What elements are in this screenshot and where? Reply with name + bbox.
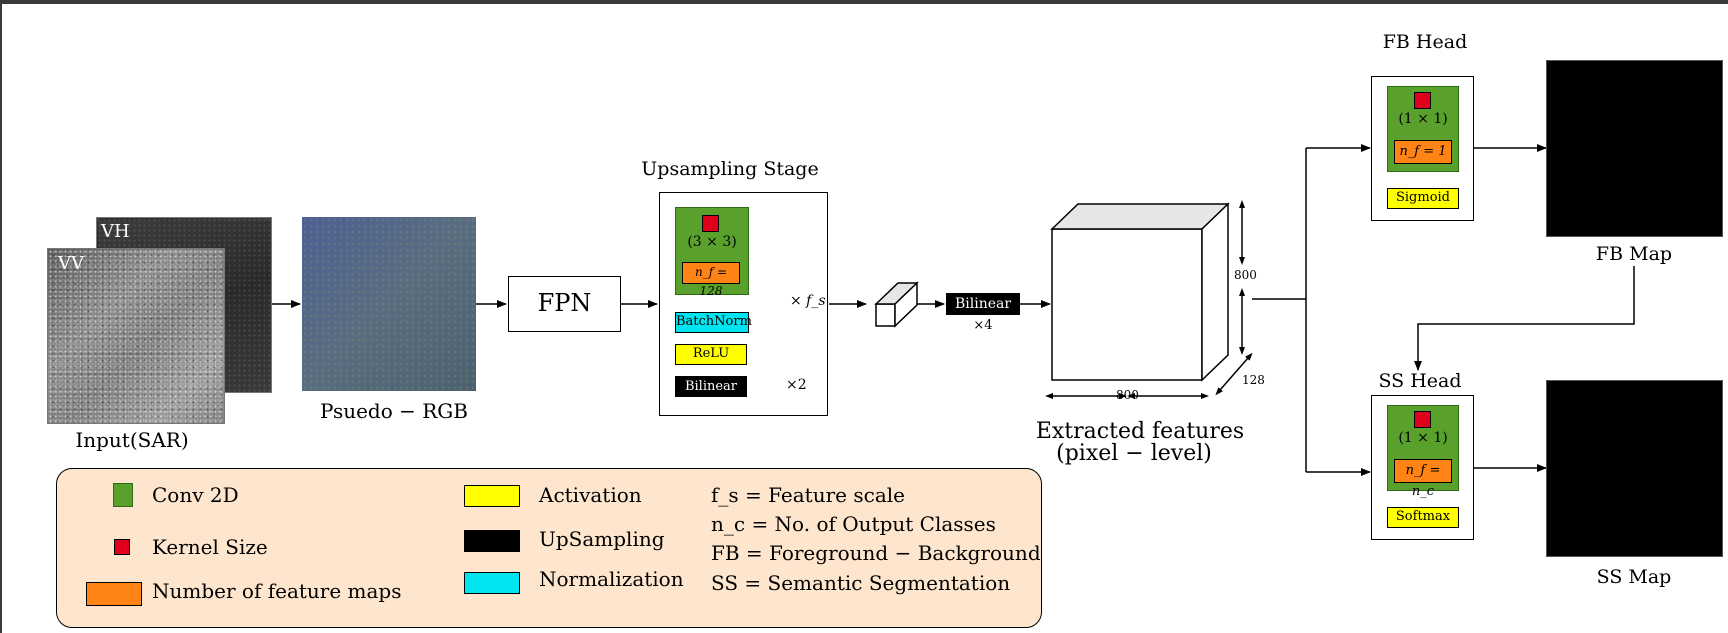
legend-normalization-label: Normalization bbox=[539, 567, 684, 591]
legend-def-fb: FB = Foreground − Background bbox=[711, 541, 1041, 565]
legend-def-nc: n_c = No. of Output Classes bbox=[711, 512, 996, 536]
pseudo-rgb-image bbox=[302, 217, 476, 391]
input-vv-image bbox=[47, 248, 225, 424]
upsampling-batchnorm: BatchNorm bbox=[675, 312, 752, 333]
legend-upsampling-label: UpSampling bbox=[539, 527, 665, 551]
fb-sigmoid: Sigmoid bbox=[1387, 188, 1459, 209]
feature-height-dim: 800 bbox=[1234, 268, 1257, 282]
fb-map-caption: FB Map bbox=[1595, 243, 1673, 265]
bilinear-factor: ×4 bbox=[973, 318, 993, 333]
legend-kernel-swatch bbox=[114, 539, 130, 555]
features-caption-line1: Extracted features bbox=[1035, 419, 1245, 444]
pseudo-rgb-caption: Psuedo − RGB bbox=[320, 399, 468, 423]
window-frame-top bbox=[0, 0, 1728, 4]
upsampling-feature-maps: n_f = 128 bbox=[682, 262, 740, 298]
small-feature-block bbox=[874, 281, 919, 328]
ss-kernel-icon bbox=[1414, 411, 1431, 428]
fb-feature-maps: n_f = 1 bbox=[1394, 140, 1452, 164]
fpn-label: FPN bbox=[537, 289, 592, 317]
ss-map-caption: SS Map bbox=[1596, 566, 1672, 588]
window-frame-left bbox=[0, 0, 2, 633]
legend-activation-label: Activation bbox=[539, 483, 642, 507]
fb-kernel-icon bbox=[1414, 92, 1431, 109]
fpn-block: FPN bbox=[508, 276, 621, 332]
ss-head-title: SS Head bbox=[1378, 370, 1462, 392]
ss-feature-maps: n_f = n_c bbox=[1394, 459, 1452, 499]
repeat-inner-label: ×2 bbox=[786, 377, 807, 393]
fb-head-title: FB Head bbox=[1382, 31, 1468, 53]
feature-depth-dim: 128 bbox=[1242, 373, 1265, 387]
features-caption-line2: (pixel − level) bbox=[1056, 441, 1212, 466]
ss-softmax: Softmax bbox=[1387, 507, 1459, 528]
legend-panel: Conv 2D Kernel Size Number of feature ma… bbox=[56, 468, 1042, 628]
upsampling-relu: ReLU bbox=[675, 344, 747, 365]
repeat-outer-label: × f_s bbox=[790, 293, 826, 309]
input-caption: Input(SAR) bbox=[75, 428, 189, 452]
legend-normalization-swatch bbox=[464, 572, 520, 594]
legend-feature-maps-label: Number of feature maps bbox=[152, 579, 402, 603]
extracted-features-cube bbox=[1050, 202, 1230, 382]
legend-def-ss: SS = Semantic Segmentation bbox=[711, 571, 1011, 595]
feature-width-dim: 800 bbox=[1116, 388, 1139, 402]
fb-kernel-size: (1 × 1) bbox=[1398, 111, 1448, 127]
upsampling-stage-title: Upsampling Stage bbox=[641, 158, 819, 180]
legend-kernel-label: Kernel Size bbox=[152, 535, 268, 559]
legend-conv-label: Conv 2D bbox=[152, 483, 239, 507]
vh-label: VH bbox=[101, 221, 130, 242]
vv-label: VV bbox=[58, 253, 84, 274]
fb-map-image bbox=[1546, 60, 1723, 237]
upsampling-bilinear: Bilinear bbox=[675, 376, 747, 397]
legend-conv-swatch bbox=[113, 483, 133, 507]
upsampling-kernel-size: (3 × 3) bbox=[687, 234, 737, 250]
legend-activation-swatch bbox=[464, 485, 520, 507]
ss-kernel-size: (1 × 1) bbox=[1398, 430, 1448, 446]
ss-map-image bbox=[1546, 380, 1723, 557]
legend-def-fs: f_s = Feature scale bbox=[711, 483, 905, 507]
upsampling-kernel-icon bbox=[702, 215, 719, 232]
legend-feature-maps-swatch bbox=[86, 582, 142, 606]
bilinear-x4-block: Bilinear bbox=[946, 293, 1020, 315]
legend-upsampling-swatch bbox=[464, 530, 520, 552]
